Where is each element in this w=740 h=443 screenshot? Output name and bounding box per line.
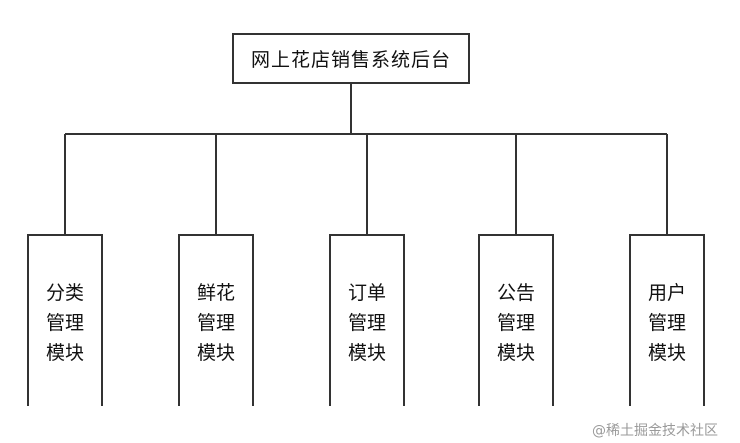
module-label-line1: 订单: [347, 282, 386, 304]
module-label-line3: 模块: [45, 342, 84, 364]
root-node: 网上花店销售系统后台: [232, 33, 470, 84]
module-label-line3: 模块: [647, 342, 686, 364]
bottom-edge-gap: [20, 406, 710, 414]
module-node-category: 分类 管理 模块: [27, 234, 103, 412]
module-label-line2: 管理: [196, 312, 235, 334]
module-node-users: 用户 管理 模块: [629, 234, 705, 412]
module-label-line2: 管理: [45, 312, 84, 334]
module-label-line1: 公告: [496, 282, 535, 304]
root-title: 网上花店销售系统后台: [250, 49, 451, 71]
module-node-flowers: 鲜花 管理 模块: [178, 234, 254, 412]
watermark-text: @稀土掘金技术社区: [592, 423, 718, 439]
module-node-orders: 订单 管理 模块: [329, 234, 405, 412]
module-node-notices: 公告 管理 模块: [478, 234, 554, 412]
module-label-line1: 用户: [647, 282, 686, 304]
module-label-line2: 管理: [647, 312, 686, 334]
module-label-line2: 管理: [347, 312, 386, 334]
module-label-line3: 模块: [347, 342, 386, 364]
module-label-line1: 鲜花: [196, 282, 235, 304]
module-label-line3: 模块: [196, 342, 235, 364]
module-label-line3: 模块: [496, 342, 535, 364]
module-label-line1: 分类: [45, 282, 84, 304]
module-label-line2: 管理: [496, 312, 535, 334]
